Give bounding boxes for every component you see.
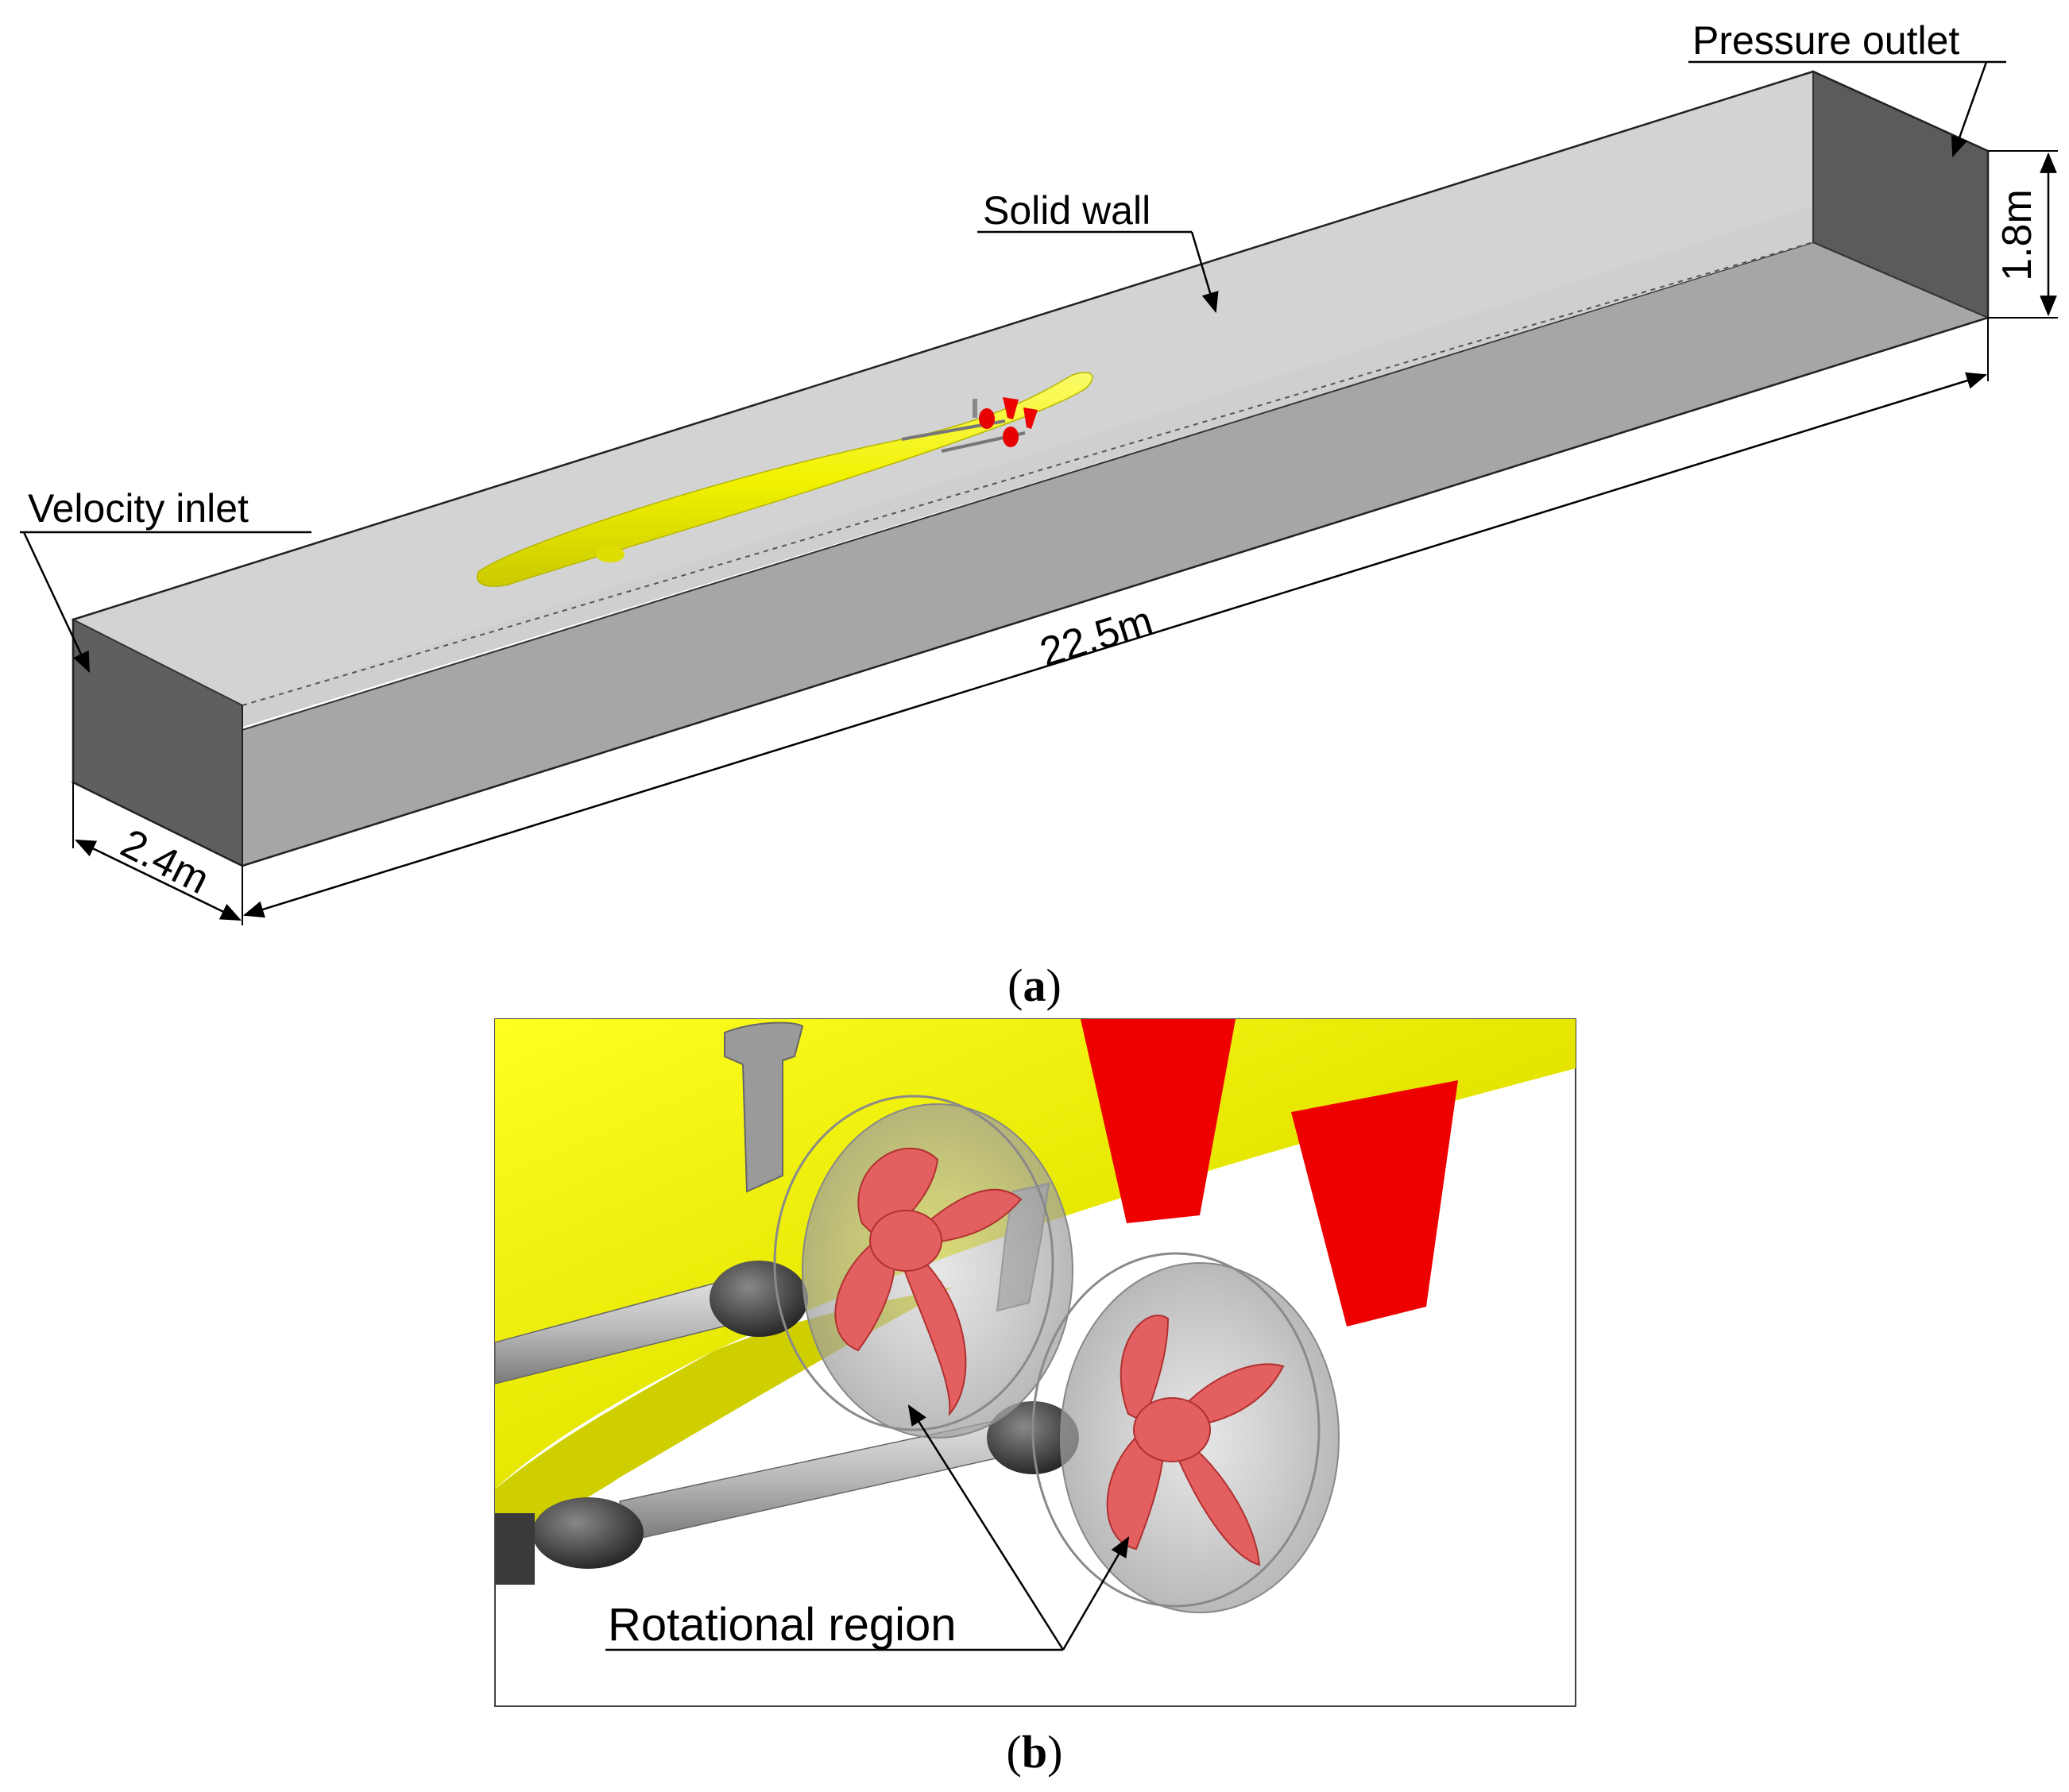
velocity-inlet-label: Velocity inlet [28,486,249,531]
propeller [1003,427,1019,447]
pressure-outlet-label: Pressure outlet [1692,18,1959,63]
rudder-upper [1081,1019,1236,1223]
rotational-region-upper [773,1095,1073,1439]
label-rotational-region: Rotational region [605,1404,1130,1651]
rudder-lower [1291,1080,1458,1327]
caption-b: (b) [1007,1726,1063,1778]
pod-stub [495,1513,535,1585]
dimension-height: 1.8m [1988,150,2058,319]
submarine-sail [596,546,625,562]
caption-a: (a) [1007,960,1062,1011]
rotational-region-lower [1031,1252,1340,1613]
label-solid-wall: Solid wall [977,188,1219,314]
panel-a: Pressure outlet Solid wall Velocity inle… [20,18,2058,1011]
strut-left [724,1022,804,1193]
duct-upper-front [773,1095,1054,1431]
solid-wall-label: Solid wall [983,188,1151,233]
panel-b: Rotational region (b) [494,1018,1576,1778]
duct-lower-front [1031,1252,1321,1608]
duct-upper-back [802,1103,1073,1439]
propeller-lower [1106,1315,1285,1566]
tank-hidden-edge [242,241,1814,706]
hull-underside [495,1287,953,1545]
strut [973,399,977,418]
pod-far-left [532,1497,644,1569]
height-label: 1.8m [1994,189,2040,281]
propeller [979,408,995,429]
pod-upper [710,1261,808,1337]
propeller-upper [834,1147,1023,1417]
label-pressure-outlet: Pressure outlet [1688,18,2006,158]
rotational-region-label: Rotational region [608,1599,957,1651]
